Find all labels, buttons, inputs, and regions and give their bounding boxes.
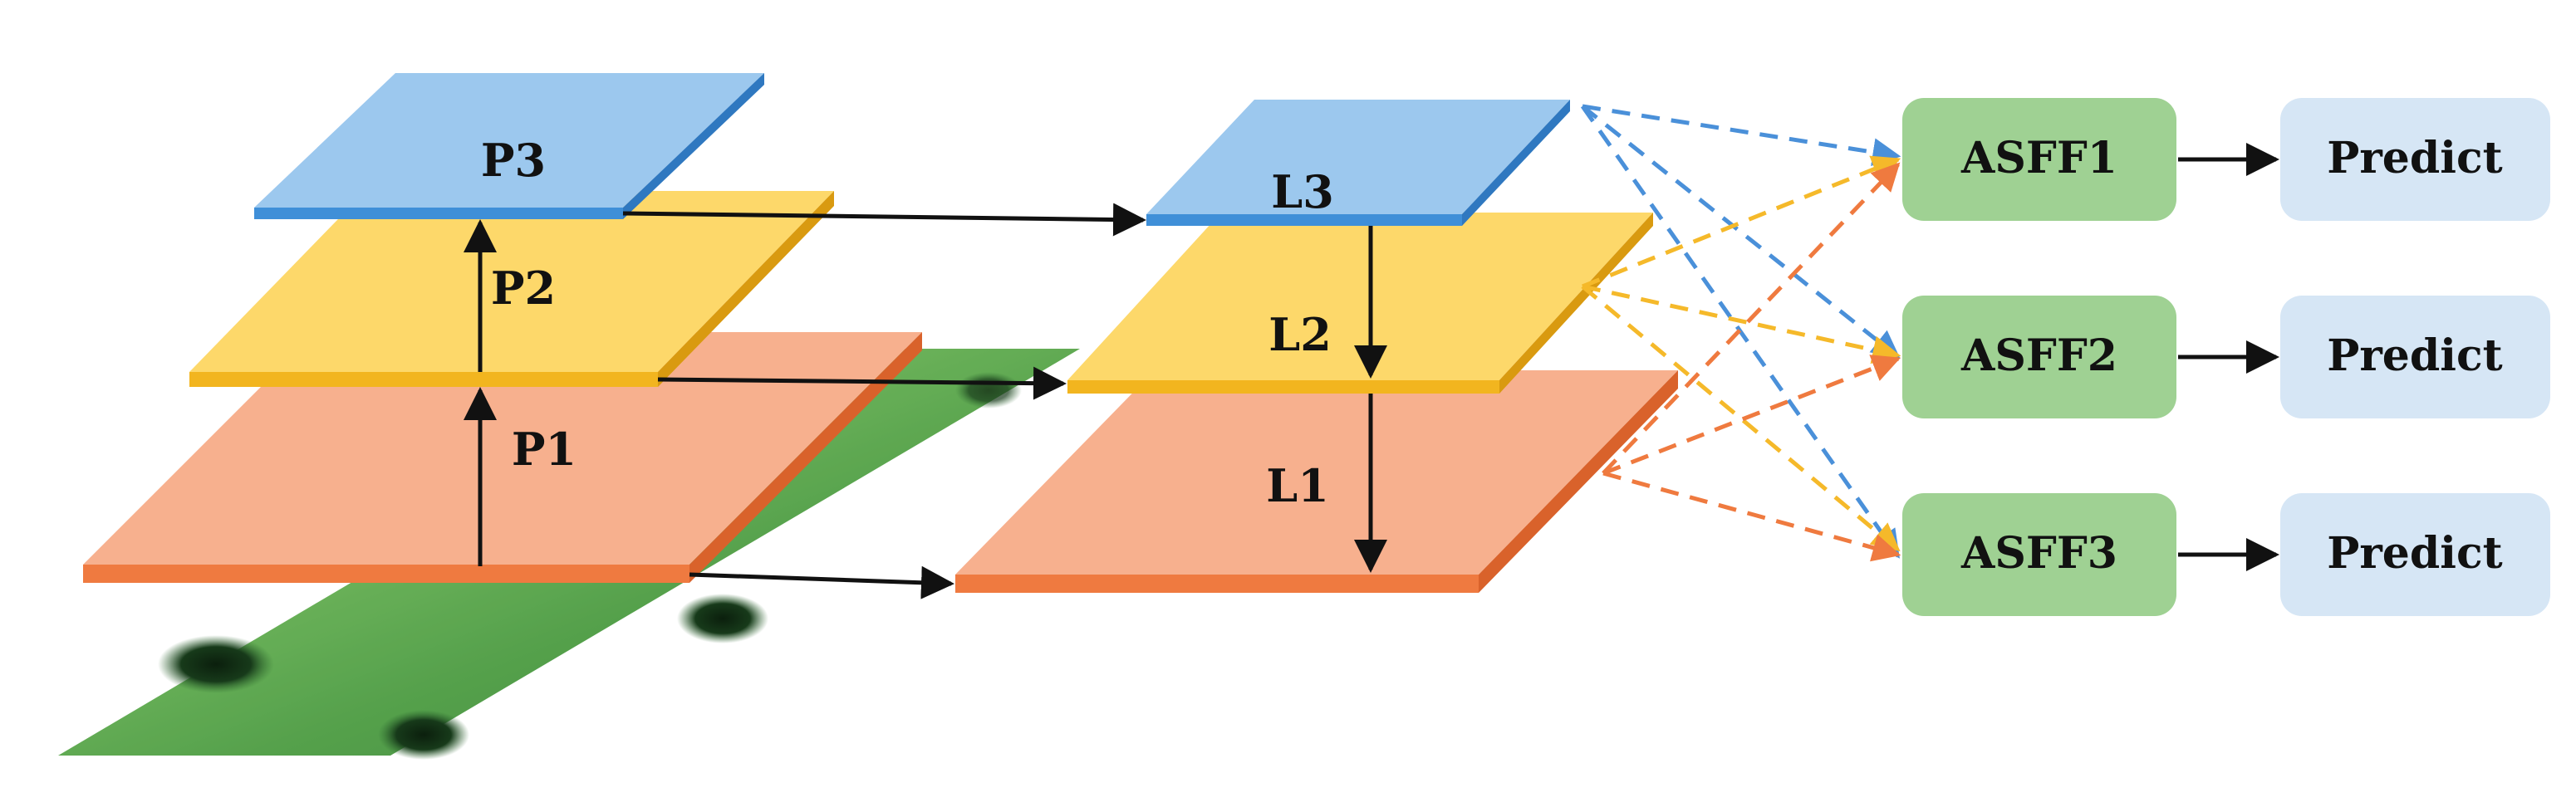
- layer-l2: [1067, 213, 1653, 394]
- predict3-label: Predict: [2327, 528, 2502, 579]
- asff3-box: ASFF3: [1902, 493, 2176, 616]
- predict1-box: Predict: [2280, 98, 2550, 221]
- asff2-box: ASFF2: [1902, 296, 2176, 418]
- asff3-label: ASFF3: [1960, 528, 2117, 579]
- layer-p1: [83, 332, 922, 583]
- asff1-label: ASFF1: [1960, 133, 2117, 183]
- arrow-p1-to-l1: [689, 565, 954, 599]
- label-p2: P2: [491, 262, 556, 315]
- dash-l3-to-asff1: [1582, 104, 1901, 167]
- predict2-box: Predict: [2280, 296, 2550, 418]
- dash-l3-to-asff2: [1581, 105, 1901, 360]
- predict2-label: Predict: [2327, 330, 2502, 381]
- leaf-spot: [378, 710, 469, 760]
- leaf-spot: [677, 594, 768, 643]
- dash-l2-to-asff3: [1581, 285, 1901, 552]
- layer-p3: [254, 73, 764, 219]
- predict1-label: Predict: [2327, 133, 2502, 183]
- asff2-label: ASFF2: [1960, 330, 2117, 381]
- arrow-p3-to-l3: [622, 203, 1146, 237]
- predict3-box: Predict: [2280, 493, 2550, 616]
- dash-l2-to-asff2: [1582, 284, 1901, 364]
- label-p1: P1: [512, 423, 577, 476]
- dash-l1-to-asff2: [1602, 355, 1901, 476]
- label-l2: L2: [1268, 308, 1332, 361]
- label-l1: L1: [1266, 459, 1329, 512]
- dash-l1-to-asff1: [1602, 162, 1901, 475]
- arrow-p2-to-l2: [657, 366, 1067, 400]
- dash-l2-to-asff1: [1582, 155, 1901, 289]
- layer-p2: [189, 191, 834, 387]
- dash-l1-to-asff3: [1602, 471, 1901, 562]
- leaf-spot: [955, 372, 1022, 408]
- layer-l3: [1146, 100, 1570, 226]
- layer-l1: [955, 370, 1678, 593]
- label-l3: L3: [1271, 165, 1334, 218]
- leaf-spot: [158, 635, 274, 693]
- asff1-box: ASFF1: [1902, 98, 2176, 221]
- label-p3: P3: [481, 134, 546, 187]
